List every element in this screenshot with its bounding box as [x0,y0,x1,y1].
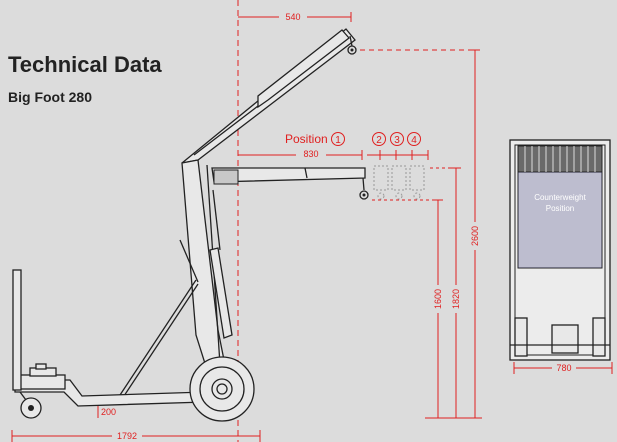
dimension-label-1600: 1600 [433,289,443,309]
dimension-540: 540 [238,11,352,22]
pump-handle[interactable] [179,239,199,283]
position-circle-3 [390,132,404,146]
position-number-1: 1 [335,135,341,146]
diagonal-brace [119,279,197,396]
dimension-780: 780 [513,362,613,374]
position-label: Position [285,132,328,146]
position-circle-2 [372,132,386,146]
dimension-2600: 2600 [469,49,481,419]
dimension-label-200: 200 [101,407,116,417]
dimension-1792: 1792 [11,430,261,442]
dimension-1600: 1600 [372,199,444,419]
dimension-label-1792: 1792 [117,431,137,441]
hydraulic-cylinder [209,247,233,339]
top-hook-icon [347,45,357,55]
position-number-3: 3 [394,135,400,146]
page-subtitle: Big Foot 280 [8,89,93,105]
dimension-label-1820: 1820 [451,289,461,309]
dimension-label-780: 780 [556,363,571,373]
crane-side-view [12,28,425,422]
rear-handle[interactable] [12,269,22,391]
dimension-label-2600: 2600 [470,226,480,246]
position-number-2: 2 [376,135,382,146]
dimension-200: 200 [94,403,116,418]
dimension-830: 830 [238,148,429,160]
ghost-hook-positions [373,165,425,200]
position-circle-1 [331,132,345,146]
counterweight-label-line1: Counterweight [534,193,586,202]
position-circle-4 [407,132,421,146]
jib-hook-icon [359,190,369,200]
position-markers: Position 1 2 3 4 [285,132,421,146]
jib-arm [211,167,366,183]
dimension-label-830: 830 [303,149,318,159]
top-view-base: Counterweight Position [509,139,611,361]
boom-extension [257,29,350,109]
dimension-label-540: 540 [285,12,300,22]
page-title: Technical Data [8,52,162,77]
counterweight-label-line2: Position [546,204,574,213]
position-number-4: 4 [411,135,417,146]
